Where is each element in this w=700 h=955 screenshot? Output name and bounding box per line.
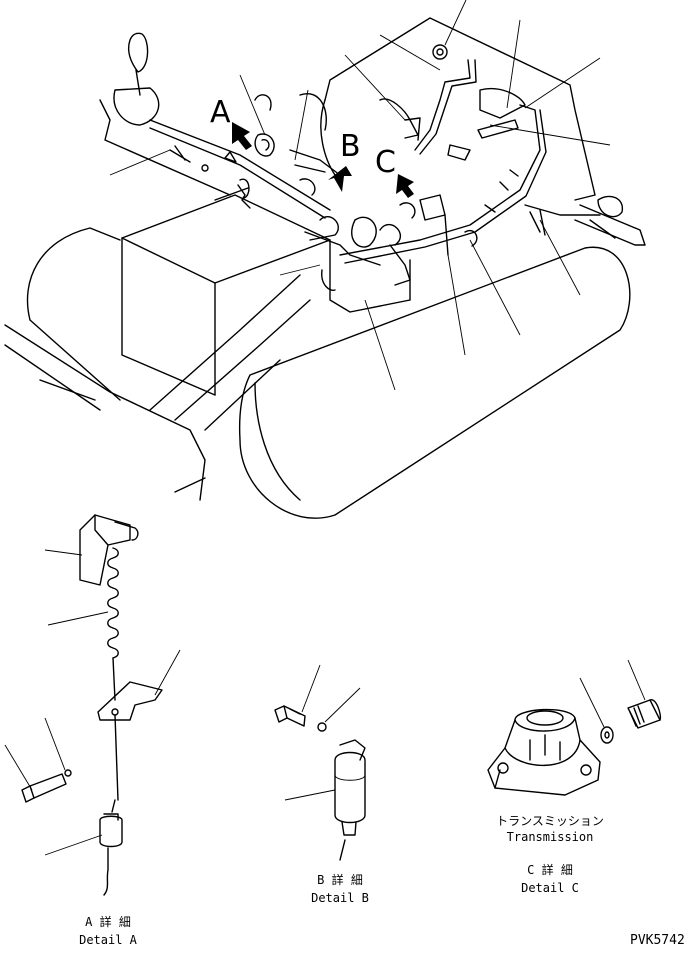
detail-c-caption-jp: C 詳 細 [527, 863, 573, 877]
detail-c-caption-en: Detail C [521, 881, 579, 895]
view-arrow-c [396, 174, 414, 198]
detail-b-caption-jp: B 詳 細 [317, 873, 363, 887]
view-arrow-a [232, 122, 252, 150]
view-arrow-b [328, 166, 352, 192]
transmission-label-en: Transmission [506, 830, 594, 844]
view-label-c: C [375, 145, 396, 180]
detail-a-assembly [4, 514, 181, 896]
detail-b-caption-en: Detail B [311, 891, 369, 905]
detail-a-caption-jp: A 詳 細 [85, 915, 131, 929]
drawing-id: PVK5742 [630, 933, 685, 948]
view-label-b: B [340, 129, 361, 164]
machine-body [4, 17, 631, 519]
leader-lines-main [109, 0, 611, 391]
detail-c-assembly [487, 659, 662, 796]
detail-a-caption-en: Detail A [79, 933, 137, 947]
view-label-a: A [210, 95, 231, 130]
wiring-harness [113, 32, 646, 292]
transmission-label-jp: トランスミッション [496, 814, 604, 828]
detail-b-assembly [274, 664, 366, 861]
